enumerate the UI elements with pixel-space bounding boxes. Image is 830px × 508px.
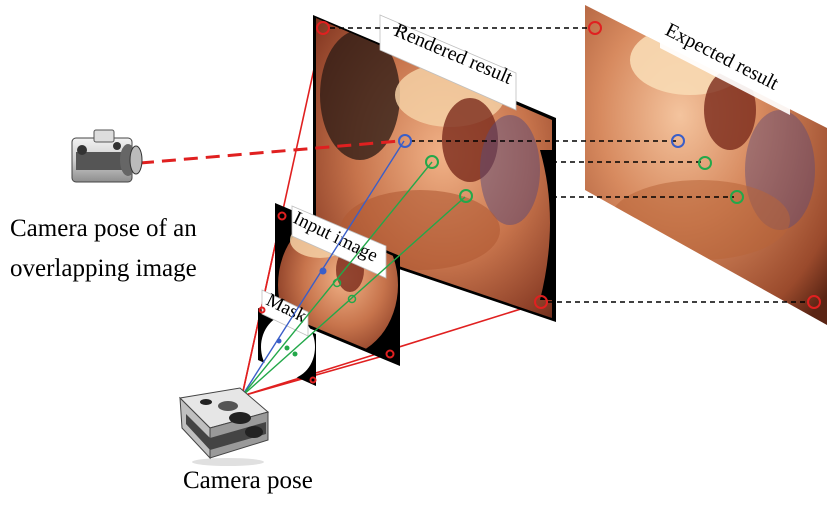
corner-markers [258,21,821,384]
overlap-camera-caption-line1: Camera pose of an [10,215,197,242]
input-points [319,267,357,304]
camera-pose-caption: Camera pose [183,467,313,494]
mask-points [276,338,298,357]
expected-points [671,134,744,204]
overlap-camera-caption-line2: overlapping image [10,255,197,282]
camera-icon [71,129,143,183]
camera-icon [178,387,270,466]
rendered-points [398,134,473,203]
correspondence-lines [330,27,808,303]
rendered-result-label-box [379,14,517,111]
